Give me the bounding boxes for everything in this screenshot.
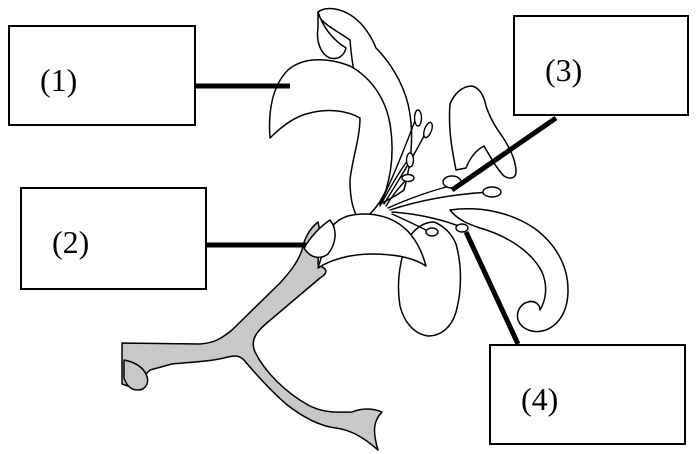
filament-5 <box>389 191 491 211</box>
label-box-2: (2) <box>20 187 207 290</box>
label-4-text: (4) <box>521 381 559 417</box>
label-box-3: (3) <box>513 15 689 116</box>
filament-1 <box>379 117 417 205</box>
anther-3 <box>401 173 415 183</box>
anther-6 <box>455 223 469 233</box>
anthers <box>401 109 502 237</box>
anther-5 <box>482 186 502 198</box>
filament-8 <box>379 159 409 207</box>
flower <box>268 7 569 337</box>
sepal <box>303 219 336 259</box>
label-2-text: (2) <box>52 224 90 260</box>
anther-2 <box>423 121 433 139</box>
leader-line-3 <box>450 115 558 193</box>
label-3-text: (3) <box>545 52 583 88</box>
stem-bud-left <box>123 359 149 391</box>
stem-branch <box>121 221 383 451</box>
anther-7 <box>425 227 439 237</box>
filament-2 <box>383 131 427 205</box>
anther-8 <box>405 152 415 168</box>
leader-line-4 <box>463 230 521 346</box>
anther-1 <box>413 109 423 127</box>
petal-right-lower <box>449 208 569 333</box>
filament-4 <box>387 185 451 209</box>
label-box-1: (1) <box>8 25 196 126</box>
main-stem <box>121 221 383 451</box>
label-box-4: (4) <box>489 344 686 445</box>
petal-right-upper <box>448 85 517 179</box>
leader-lines <box>196 83 558 346</box>
petal-left <box>268 59 393 223</box>
petal-top-curl <box>316 11 347 60</box>
label-1-text: (1) <box>40 62 78 98</box>
